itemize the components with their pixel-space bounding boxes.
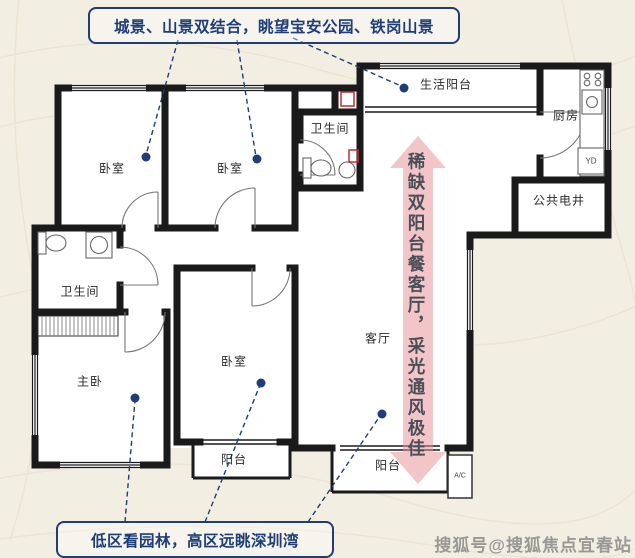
room-label-bedroom-top-mid: 卧室 bbox=[216, 161, 244, 176]
top-annotation-text: 城景、山景双结合，眺望宝安公园、铁岗山景 bbox=[113, 18, 434, 36]
room-label-balcony-left: 阳台 bbox=[220, 452, 248, 467]
bathroom-fixtures bbox=[37, 157, 356, 259]
room-label-master-bedroom: 主卧 bbox=[76, 374, 104, 389]
room-label-balcony-right: 阳台 bbox=[374, 458, 402, 473]
ac-mark-label: A/C bbox=[454, 472, 466, 480]
room-label-bathroom-top: 卫生间 bbox=[310, 121, 350, 136]
room-label-life-balcony: 生活阳台 bbox=[419, 77, 473, 92]
bottom-annotation-box: 低区看园林，高区远眺深圳湾 bbox=[56, 521, 334, 558]
room-label-bedroom-top-left: 卧室 bbox=[98, 161, 126, 176]
top-annotation-box: 城景、山景双结合，眺望宝安公园、铁岗山景 bbox=[88, 7, 460, 44]
ac-platform-box bbox=[447, 454, 473, 499]
vertical-note: 稀缺双阳台餐客厅，采光通风极佳 bbox=[406, 152, 426, 460]
connector-dots bbox=[130, 83, 409, 419]
flue-mark-label: YD bbox=[585, 156, 597, 166]
room-label-living-room: 客厅 bbox=[364, 331, 392, 346]
windows bbox=[31, 62, 612, 469]
room-label-electric-shaft: 公共电井 bbox=[532, 193, 586, 208]
bottom-annotation-text: 低区看园林，高区远眺深圳湾 bbox=[90, 532, 299, 550]
railing-lines bbox=[200, 106, 538, 451]
watermark: 搜狐号@搜狐焦点宜春站 bbox=[434, 536, 632, 555]
red-shaft-marks bbox=[340, 91, 359, 163]
room-label-bedroom-bottom: 卧室 bbox=[220, 354, 248, 369]
room-label-kitchen: 厨房 bbox=[552, 108, 580, 123]
walls-thin bbox=[191, 442, 450, 494]
kitchen-fixtures bbox=[577, 69, 605, 177]
room-label-bathroom-left: 卫生间 bbox=[60, 284, 100, 299]
wardrobe-hatch bbox=[37, 315, 119, 337]
